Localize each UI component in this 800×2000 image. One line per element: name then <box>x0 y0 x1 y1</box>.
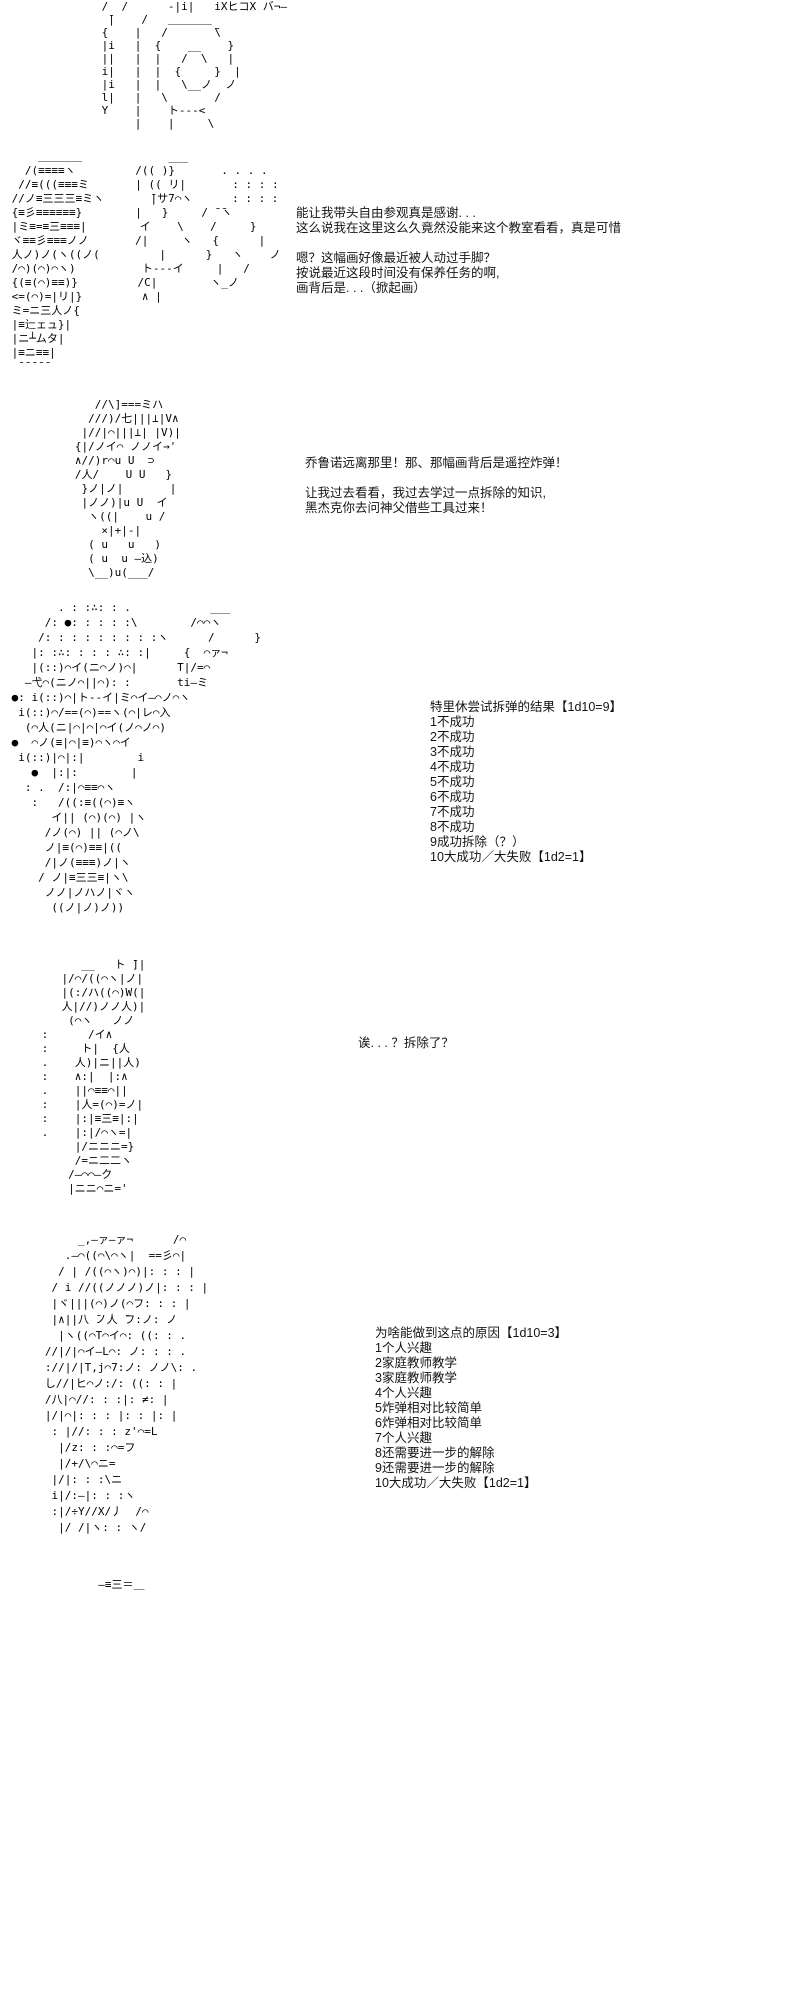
ascii-art-panel-bomb-scene: . : :∴: : . ___ /: ●: : : : :\ /⌒⌒ヽ /: :… <box>11 601 262 914</box>
ascii-art-panel-shouting-figure: //\]===ミハ ///)/七|||⊥|V∧ |//|⌒|||⊥| |V)| … <box>74 398 181 579</box>
dialogue-bomb-warning: 乔鲁诺远离那里！那、那幅画背后是遥控炸弹！ 让我过去看看，我过去学过一点拆除的知… <box>305 456 568 515</box>
ascii-art-panel-top-fragment: / / -|i| iXヒコX バ¬― ̄| / ＿＿＿＿ { | / ̄\ |i… <box>101 0 287 130</box>
ascii-art-panel-bottom-fragment: —≡三＝＿ <box>85 1578 145 1591</box>
ascii-art-panel-surprised-figure: __ ト ̄]| |/⌒/((⌒ヽ|ノ| |(:/ハ((⌒)W(| 人|//)ノ… <box>41 958 146 1195</box>
dice-result-reason: 为啥能做到这点的原因【1d10=3】 1个人兴趣 2家庭教师教学 3家庭教师教学… <box>375 1326 568 1490</box>
dice-result-defuse-attempt: 特里休尝试拆弹的结果【1d10=9】 1不成功 2不成功 3不成功 4不成功 5… <box>430 700 623 864</box>
dialogue-visit-and-painting: 能让我带头自由参观真是感谢. . . 这么说我在这里这么久竟然没能来这个教室看看… <box>296 206 622 295</box>
ascii-art-panel-trish-figure: _,―ァ―ァ¬ /⌒ .―⌒((⌒\⌒ヽ| ==彡⌒| / | /((⌒ヽ)⌒)… <box>44 1233 209 1534</box>
dialogue-defused-question: 诶. . . ？拆除了？ <box>358 1036 454 1050</box>
ascii-art-panel-curator-figure: ＿＿＿＿ ___ /(≡≡≡≡ヽ /(( )} . . . . //≡(((≡≡… <box>11 150 281 373</box>
